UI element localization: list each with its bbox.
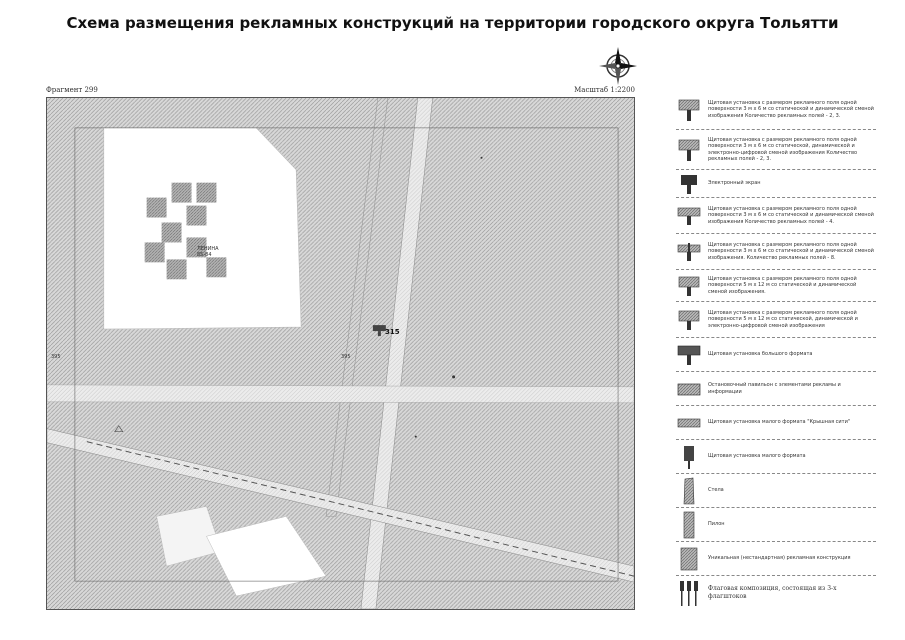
legend-item: Щитовая установка малого формата xyxy=(676,440,876,474)
compass-rose-icon xyxy=(598,46,638,86)
legend-text: Щитовая установка с размером рекламного … xyxy=(708,99,874,119)
legend-item: Щитовая установка с размером рекламного … xyxy=(676,198,876,234)
big-format-icon xyxy=(676,344,702,366)
legend-item: Щитовая установка с размером рекламного … xyxy=(676,90,876,130)
large-billboard-icon xyxy=(676,275,702,297)
legend-text: Щитовая установка с размером рекламного … xyxy=(708,275,857,295)
mid-label: 395 xyxy=(341,354,351,360)
legend-item: Щитовая установка с размером рекламного … xyxy=(676,130,876,170)
stela-icon xyxy=(676,477,702,505)
flag-icon xyxy=(676,579,702,607)
legend-text: Стела xyxy=(708,487,724,494)
legend-text: Щитовая установка с размером рекламного … xyxy=(708,136,858,163)
legend-item: Щитовая установка с размером рекламного … xyxy=(676,302,876,338)
small-format-icon xyxy=(676,444,702,470)
legend-text: Щитовая установка с размером рекламного … xyxy=(708,241,874,261)
legend-text: Щитовая установка с размером рекламного … xyxy=(708,205,874,225)
fragment-label: Фрагмент 299 xyxy=(46,86,98,94)
legend-text: Остановочный павильон с элементами рекла… xyxy=(708,382,841,395)
scale-label: Масштаб 1:2200 xyxy=(574,86,635,94)
legend-text: Флаговая композиция, состоящая из 3-х фл… xyxy=(708,585,837,600)
legend-text: Электронный экран xyxy=(708,180,761,187)
legend-text: Уникальная (нестандартная) рекламная кон… xyxy=(708,555,851,562)
construction-number[interactable]: 315 xyxy=(385,328,400,336)
unique-icon xyxy=(676,546,702,572)
legend-item: Щитовая установка большого формата xyxy=(676,338,876,372)
legend-text: Щитовая установка большого формата xyxy=(708,351,813,358)
page-title: Схема размещения рекламных конструкций н… xyxy=(66,14,839,32)
billboard-digital-icon xyxy=(676,138,702,162)
legend-item: Электронный экран xyxy=(676,170,876,198)
legend-item: Пилон xyxy=(676,508,876,542)
legend-item: Щитовая установка с размером рекламного … xyxy=(676,270,876,302)
cross-billboard-icon xyxy=(676,242,702,262)
legend-item: Остановочный павильон с элементами рекла… xyxy=(676,372,876,406)
map-view[interactable]: 315 ЛЕНИНА 85-84 395 395 xyxy=(46,97,635,610)
left-label: 395 xyxy=(51,354,61,360)
legend-item: Флаговая композиция, состоящая из 3-х фл… xyxy=(676,576,876,610)
legend-item: Щитовая установка малого формата "Крышна… xyxy=(676,406,876,440)
legend-item: Щитовая установка с размером рекламного … xyxy=(676,234,876,270)
double-billboard-icon xyxy=(676,206,702,226)
legend-item: Стела xyxy=(676,474,876,508)
legend-text: Щитовая установка с размером рекламного … xyxy=(708,309,858,329)
pavilion-icon xyxy=(676,381,702,397)
large-billboard-digital-icon xyxy=(676,309,702,331)
billboard-icon xyxy=(676,98,702,122)
map-canvas xyxy=(47,98,634,609)
legend-text: Пилон xyxy=(708,521,725,528)
legend-text: Щитовая установка малого формата xyxy=(708,453,806,460)
legend-text: Щитовая установка малого формата "Крышна… xyxy=(708,419,851,426)
legend-item: Уникальная (нестандартная) рекламная кон… xyxy=(676,542,876,576)
legend: Щитовая установка с размером рекламного … xyxy=(676,90,876,610)
small-format-citylight-icon xyxy=(676,416,702,430)
building-label: ЛЕНИНА 85-84 xyxy=(197,246,219,258)
pylon-icon xyxy=(676,511,702,539)
screen-icon xyxy=(676,173,702,195)
